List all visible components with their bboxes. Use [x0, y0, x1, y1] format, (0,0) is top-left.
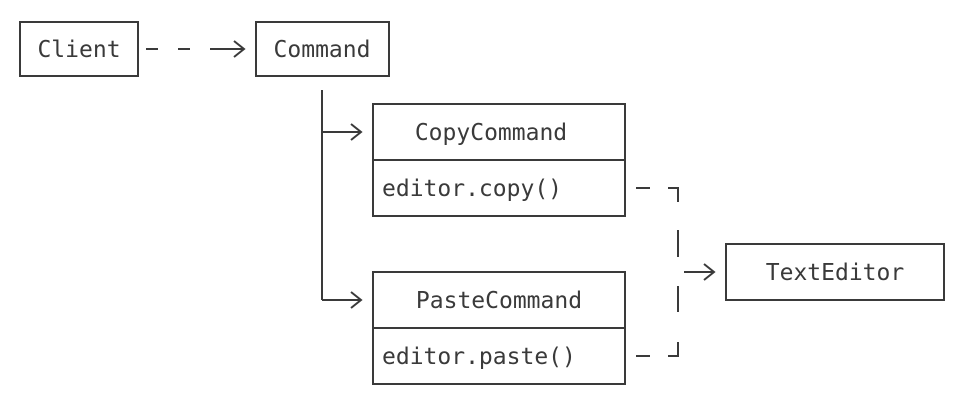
paste-command-title: PasteCommand — [416, 288, 582, 314]
arrow-head-icon — [233, 40, 246, 58]
client-to-command-arrow — [146, 40, 246, 58]
command-node: Command — [255, 21, 390, 77]
editor-arrow-head-icon — [703, 263, 716, 281]
client-node: Client — [19, 21, 139, 77]
paste-command-method: editor.paste() — [382, 344, 576, 370]
copy-command-method: editor.copy() — [382, 176, 562, 202]
copy-arrow-head-icon — [350, 123, 363, 141]
text-editor-box — [725, 243, 945, 301]
client-box — [19, 21, 139, 77]
copy-corner-dash — [668, 187, 679, 202]
client-label: Client — [37, 37, 120, 63]
inheritance-connectors — [321, 90, 363, 309]
paste-arrow-head-icon — [350, 291, 363, 309]
text-editor-node: TextEditor — [725, 243, 945, 301]
command-box — [255, 21, 390, 77]
paste-command-node: PasteCommand editor.paste() — [372, 271, 626, 385]
dependency-connectors — [636, 187, 716, 357]
copy-command-title: CopyCommand — [415, 120, 567, 146]
copy-command-node: CopyCommand editor.copy() — [372, 103, 626, 217]
command-label: Command — [274, 37, 371, 63]
text-editor-label: TextEditor — [766, 260, 904, 286]
paste-corner-dash — [668, 342, 679, 357]
